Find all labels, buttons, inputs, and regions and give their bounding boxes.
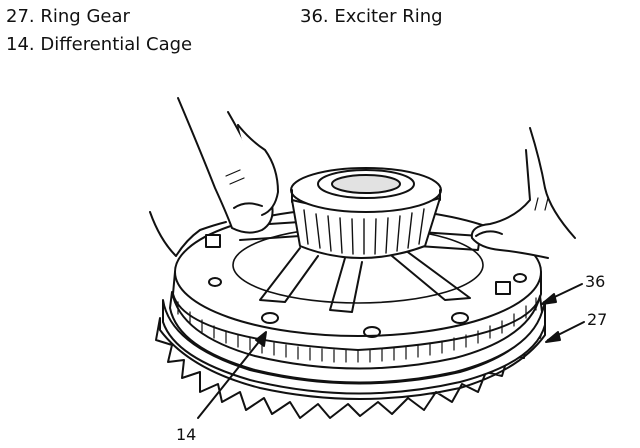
callout-differential-cage: 14: [176, 425, 197, 444]
right-thumbnail: [475, 230, 503, 237]
legend-exciter-ring: 36. Exciter Ring: [300, 6, 443, 28]
hub-rollers: [303, 208, 425, 255]
legend-differential-cage: 14. Differential Cage: [6, 34, 192, 56]
hub-bore-inner: [332, 175, 400, 193]
legend-ring-gear: 27. Ring Gear: [6, 6, 130, 28]
bolt-head: [205, 234, 221, 248]
callout-exciter-ring: 36: [585, 272, 606, 291]
cage-bolt-hole: [261, 312, 279, 324]
cage-bolt-hole: [451, 312, 469, 324]
left-hand: [149, 97, 279, 257]
legend-label: Exciter Ring: [334, 6, 443, 27]
right-knuckle: [534, 197, 549, 211]
cage-bolt-hole: [208, 277, 222, 287]
bolt-head: [495, 281, 511, 295]
cage-bolt-hole: [513, 273, 527, 283]
callout-ring-gear: 27: [587, 310, 608, 329]
legend-number: 27.: [6, 6, 35, 27]
cage-bolt-hole: [363, 326, 381, 338]
exciter-ring-band: [169, 291, 543, 384]
left-thumb: [237, 124, 279, 216]
right-hand-outline: [470, 127, 576, 259]
legend-label: Ring Gear: [40, 6, 130, 27]
arrowhead: [541, 293, 557, 305]
legend-label: Differential Cage: [40, 34, 193, 55]
arrowhead: [255, 331, 267, 347]
hub-bore-edge: [331, 174, 401, 194]
bearing-hub: [290, 167, 442, 259]
right-hand: [470, 127, 576, 259]
cage-flange-rim: [172, 271, 542, 351]
cage-web: [391, 249, 471, 301]
legend-number: 36.: [300, 6, 329, 27]
left-knuckle: [225, 169, 245, 185]
leader-differential-cage: [197, 337, 263, 419]
exciter-ring: [169, 291, 543, 384]
left-thumbnail: [233, 202, 263, 209]
leader-lines: [197, 283, 585, 419]
cage-web: [329, 257, 363, 313]
ring-gear-teeth: [155, 317, 546, 419]
arrowhead: [545, 331, 561, 343]
cage-web: [259, 247, 319, 303]
hub-shoulder: [291, 189, 441, 203]
legend-number: 14.: [6, 34, 35, 55]
